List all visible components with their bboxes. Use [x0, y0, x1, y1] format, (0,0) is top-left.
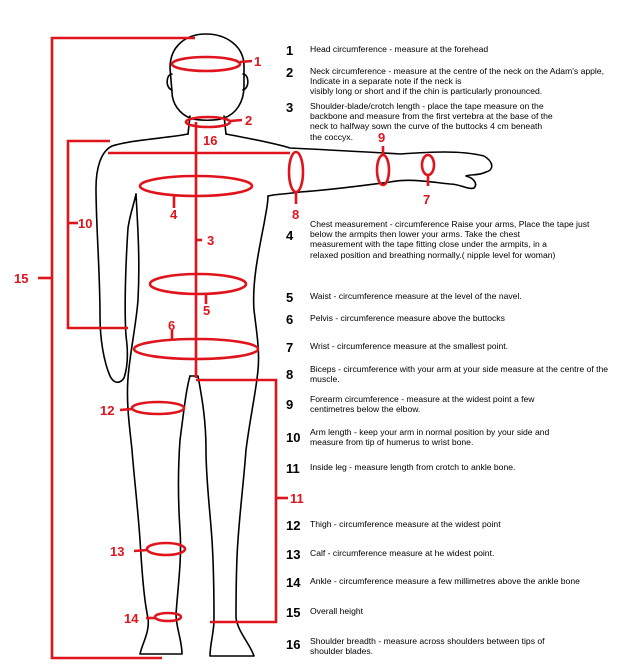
torso-left-outline [95, 133, 189, 384]
head-outline [169, 33, 245, 122]
legend-description: Inside leg - measure length from crotch … [310, 462, 516, 472]
measurement-marks [38, 36, 436, 660]
arm-length-bracket [66, 139, 128, 330]
label-13: 13 [110, 544, 124, 559]
legend-description: Arm length - keep your arm in normal pos… [310, 427, 550, 448]
legend-description: Calf - circumference measure at he wides… [310, 548, 495, 558]
legend-entry-6: 6 Pelvis - circumference measure above t… [286, 313, 616, 326]
forearm-circumference-ring [375, 153, 391, 187]
legend-entry-5: 5 Waist - circumference measure at the l… [286, 291, 616, 304]
biceps-circumference-ring [287, 150, 305, 194]
label-5: 5 [203, 303, 210, 318]
legend-entry-16: 16 Shoulder breadth - measure across sho… [286, 636, 616, 656]
right-arm-outline [225, 133, 493, 197]
legend-number: 1 [286, 43, 294, 58]
legend-entry-9: 9 Forearm circumference - measure at the… [286, 394, 616, 414]
thigh-circumference-ring [130, 400, 186, 416]
legend-description: Biceps - circumference with your arm at … [310, 364, 609, 385]
label-14: 14 [124, 611, 139, 626]
height-bracket [50, 36, 195, 660]
right-ear [242, 73, 249, 91]
legend-entry-7: 7 Wrist - circumference measure at the s… [286, 341, 616, 354]
legend-number: 2 [286, 65, 294, 80]
legend-number: 14 [286, 575, 301, 590]
legend-number: 6 [286, 312, 294, 327]
legend-entry-13: 13 Calf - circumference measure at he wi… [286, 548, 616, 561]
legend-number: 15 [286, 605, 301, 620]
ankle-circumference-ring [153, 611, 183, 623]
label-3: 3 [207, 233, 214, 248]
pelvis-circumference-ring [132, 337, 260, 361]
chest-circumference-ring [138, 174, 254, 198]
legend-entry-4: 4 Chest measurement - circumference Rais… [286, 219, 616, 260]
legend-entry-11: 11 Inside leg - measure length from crot… [286, 462, 616, 475]
head-circumference-ring [170, 55, 242, 73]
legend-description: Ankle - circumference measure a few mill… [310, 576, 580, 586]
legend-number: 7 [286, 340, 294, 355]
legend-description: Overall height [310, 606, 364, 616]
label-4: 4 [170, 207, 178, 222]
legend-entry-15: 15 Overall height [286, 606, 616, 619]
legend-entry-10: 10 Arm length - keep your arm in normal … [286, 427, 616, 447]
legend-description: Thigh - circumference measure at the wid… [310, 519, 501, 529]
label-8: 8 [292, 207, 299, 222]
legend-description: Shoulder breadth - measure across should… [310, 636, 545, 657]
wrist-circumference-ring [420, 153, 436, 177]
label-15: 15 [14, 271, 28, 286]
legend-entry-8: 8 Biceps - circumference with your arm a… [286, 364, 616, 384]
calf-circumference-ring [145, 541, 187, 557]
legend-number: 16 [286, 637, 301, 652]
label-12: 12 [100, 403, 114, 418]
legend-number: 4 [286, 228, 294, 243]
left-ear [166, 73, 173, 91]
legend-number: 3 [286, 100, 294, 115]
legend-entry-1: 1 Head circumference - measure at the fo… [286, 44, 616, 57]
label-11: 11 [290, 491, 304, 506]
legend-number: 8 [286, 367, 294, 382]
legend-number: 9 [286, 397, 294, 412]
legend-description: Head circumference - measure at the fore… [310, 44, 489, 54]
torso-right-side [189, 195, 269, 657]
legend-description: Neck circumference - measure at the cent… [310, 66, 604, 97]
waist-circumference-ring [148, 272, 248, 296]
legend-description: Shoulder-blade/crotch length - place the… [310, 101, 553, 142]
legend-number: 12 [286, 518, 301, 533]
legend-entry-14: 14 Ankle - circumference measure a few m… [286, 576, 616, 589]
legend-description: Wrist - circumference measure at the sma… [310, 341, 509, 351]
legend-number: 13 [286, 547, 301, 562]
measurement-labels: 1 2 16 3 4 5 6 8 9 7 10 15 12 13 14 11 [14, 54, 430, 626]
legend-number: 10 [286, 430, 301, 445]
legend-entry-3: 3 Shoulder-blade/crotch length - place t… [286, 101, 616, 142]
legend-description: Pelvis - circumference measure above the… [310, 313, 505, 323]
legend-entry-2: 2 Neck circumference - measure at the ce… [286, 66, 616, 97]
legend-entry-12: 12 Thigh - circumference measure at the … [286, 519, 616, 532]
legend-description: Chest measurement - circumference Raise … [310, 219, 590, 260]
label-16: 16 [203, 133, 217, 148]
legend-number: 11 [286, 461, 300, 476]
label-9: 9 [378, 130, 385, 145]
torso-left-side [126, 193, 191, 655]
label-6: 6 [168, 318, 175, 333]
label-10: 10 [78, 216, 92, 231]
legend-description: Forearm circumference - measure at the w… [310, 394, 535, 415]
neck-circumference-ring [184, 115, 232, 129]
label-7: 7 [423, 192, 430, 207]
label-1: 1 [254, 54, 261, 69]
legend-number: 5 [286, 290, 294, 305]
inside-leg-bracket [196, 378, 278, 624]
label-2: 2 [245, 113, 252, 128]
legend-description: Waist - circumference measure at the lev… [310, 291, 522, 301]
